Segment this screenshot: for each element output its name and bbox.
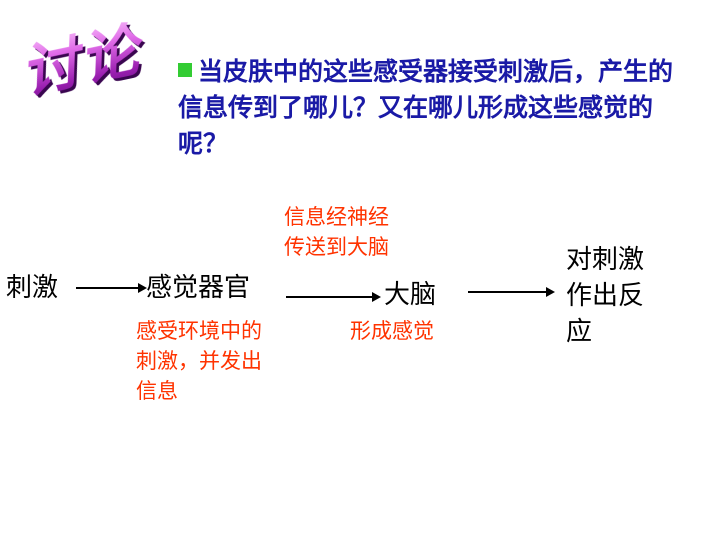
flow-arrow-brain-to-response	[468, 287, 555, 297]
flow-arrow-stimulus-to-organ	[76, 283, 147, 293]
transmit-annotation-line: 信息经神经	[284, 205, 389, 229]
flow-node-sense-organ: 感觉器官	[146, 273, 251, 303]
sense-organ-annotation: 感受环境中的 刺激，并发出 信息	[136, 316, 262, 406]
brain-annotation: 形成感觉	[350, 319, 434, 343]
flow-arrow-organ-to-brain	[286, 292, 381, 302]
flow-node-response-line: 作出反	[566, 281, 645, 311]
flow-node-brain: 大脑	[384, 280, 437, 310]
flow-node-response-line: 应	[566, 317, 593, 347]
sense-organ-annotation-line: 感受环境中的	[136, 319, 262, 343]
flow-node-stimulus: 刺激	[6, 273, 59, 303]
square-bullet-icon	[178, 63, 192, 77]
question-text: 当皮肤中的这些感受器接受刺激后，产生的信息传到了哪儿？又在哪儿形成这些感觉的呢？	[178, 57, 674, 158]
sense-organ-annotation-line: 信息	[136, 379, 178, 403]
transmit-annotation-line: 传送到大脑	[284, 235, 389, 259]
flow-node-response: 对刺激 作出反 应	[566, 242, 644, 350]
discussion-question: 当皮肤中的这些感受器接受刺激后，产生的信息传到了哪儿？又在哪儿形成这些感觉的呢？	[178, 54, 678, 162]
discussion-title-wordart: 讨论	[13, 2, 168, 117]
flow-node-response-line: 对刺激	[566, 245, 645, 275]
sense-organ-annotation-line: 刺激，并发出	[136, 349, 262, 373]
transmit-annotation: 信息经神经 传送到大脑	[284, 202, 389, 262]
